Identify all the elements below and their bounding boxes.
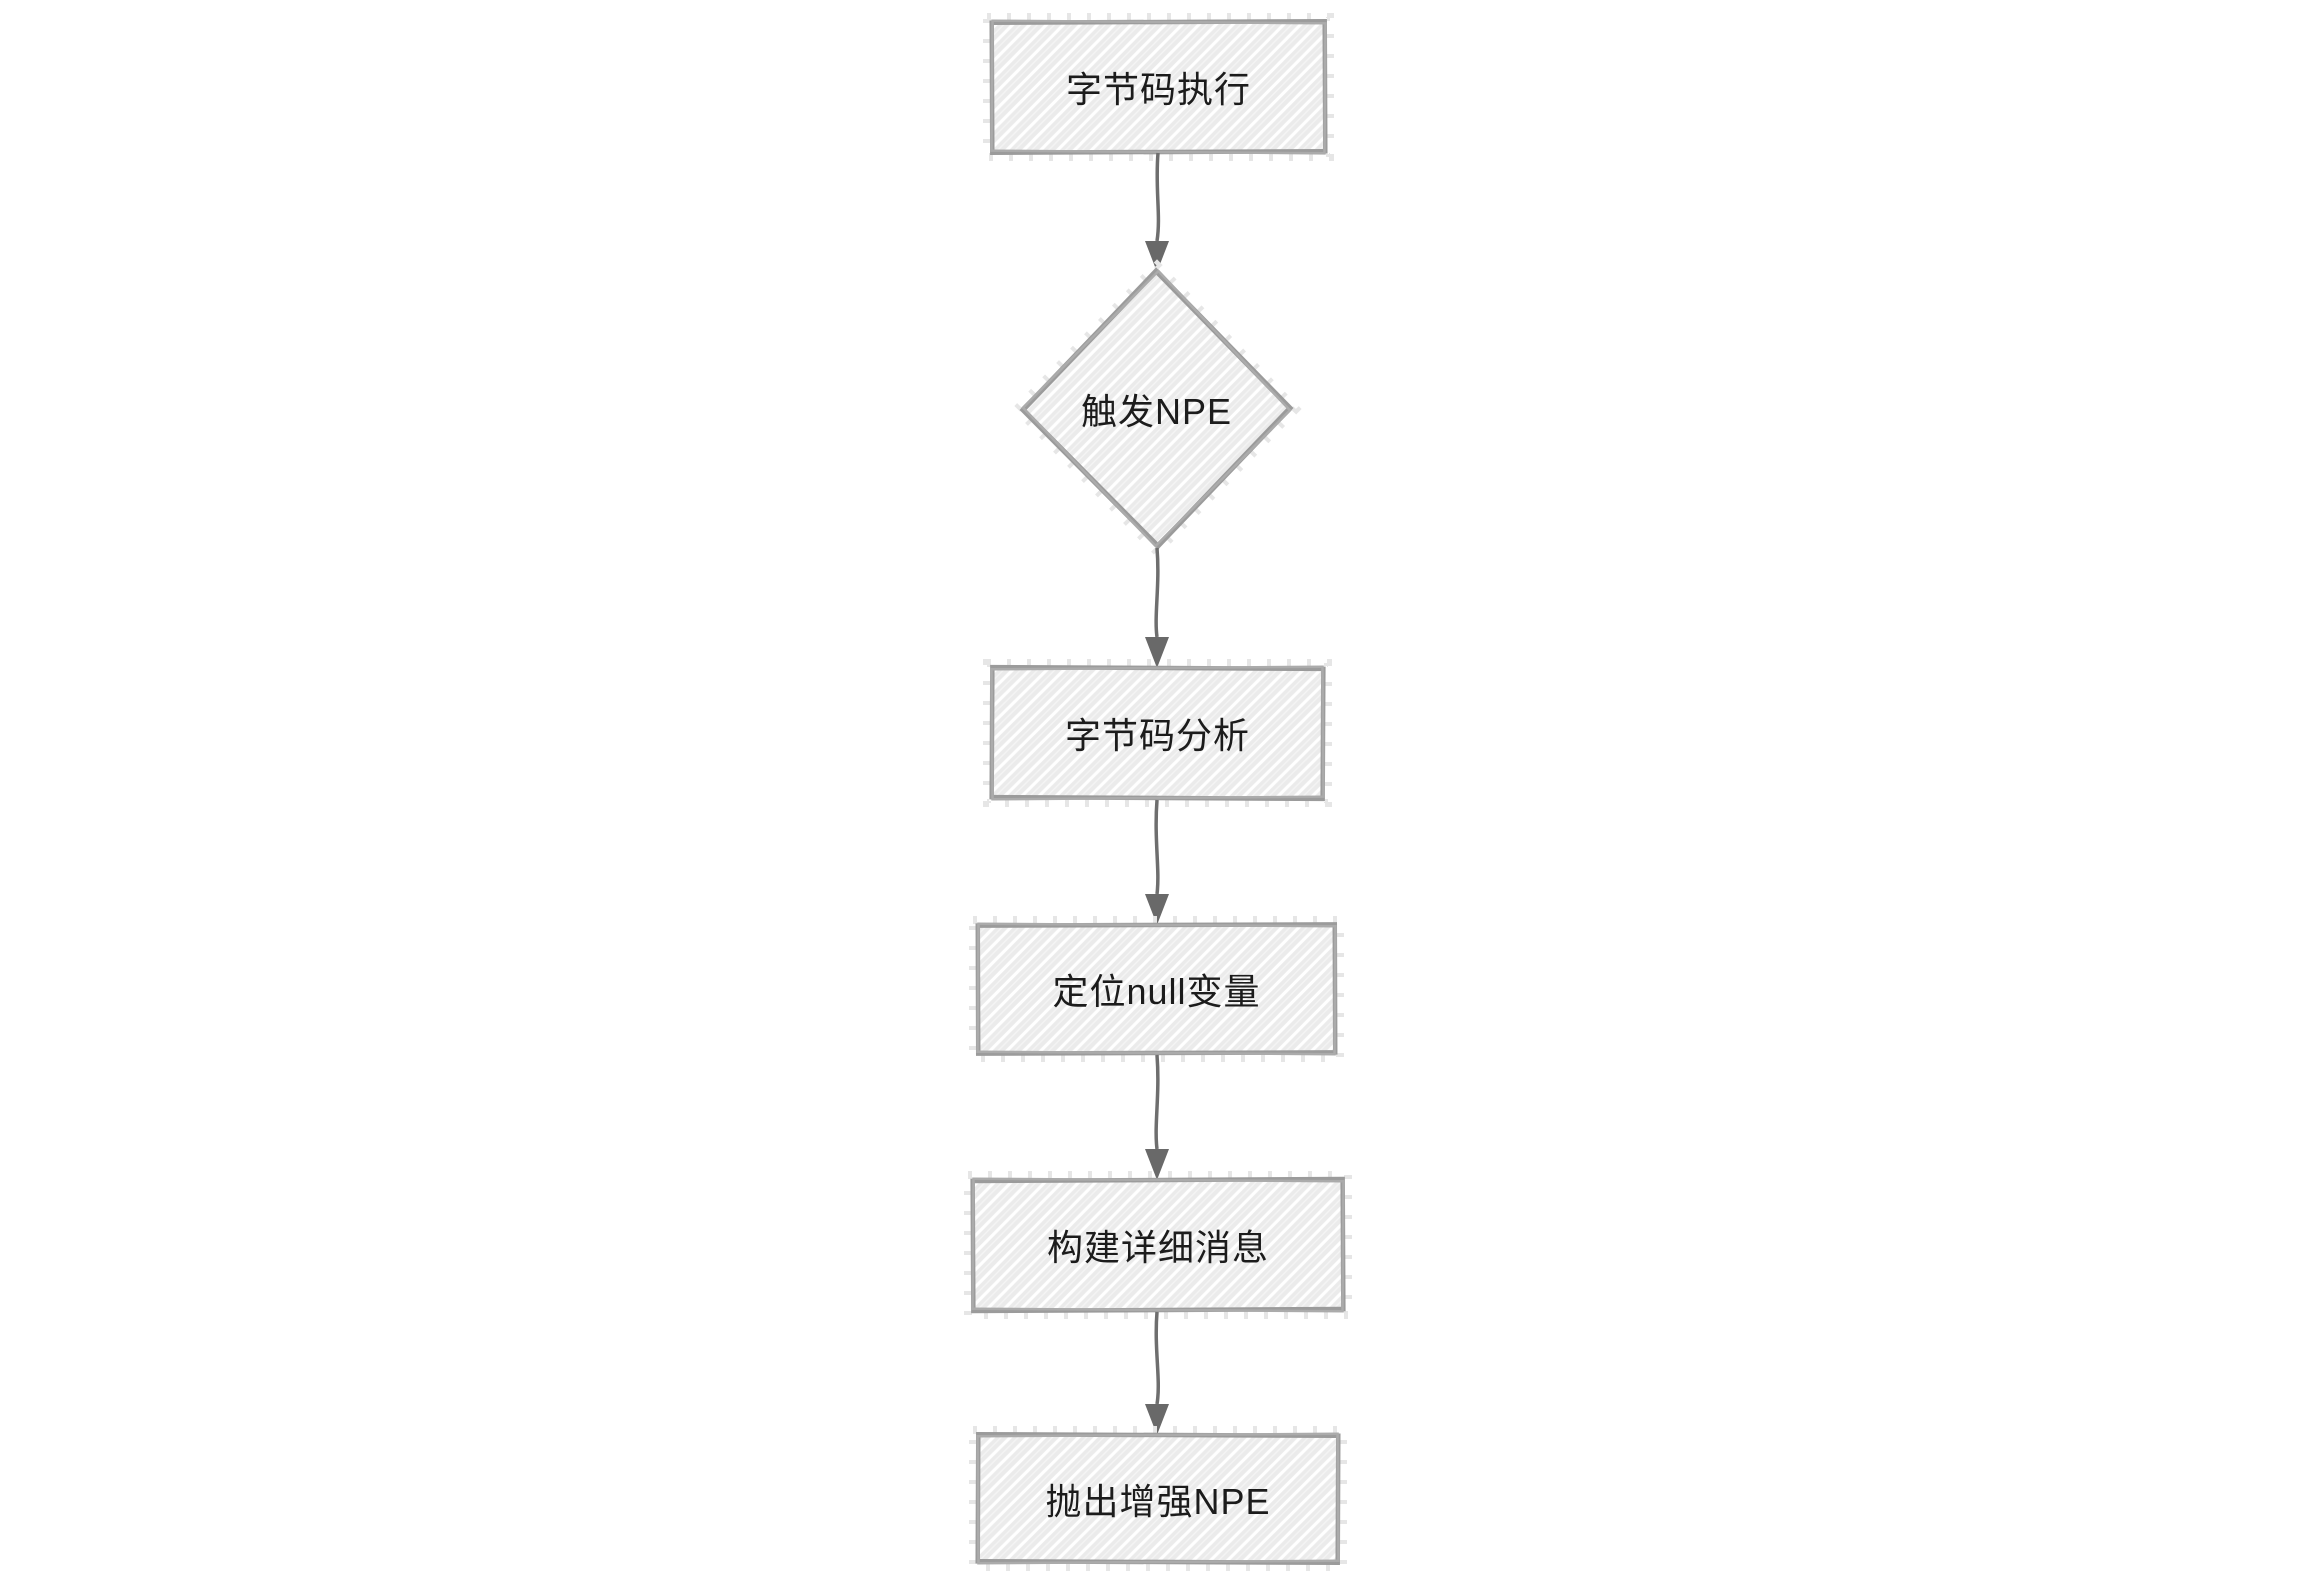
- arrow-build-detailed-message-to-throw-enhanced-npe: [1145, 1311, 1169, 1435]
- node-shape-trigger-npe: [1011, 259, 1302, 558]
- node-shape-throw-enhanced-npe: [969, 1426, 1347, 1571]
- arrow-bytecode-execution-to-trigger-npe: [1145, 152, 1169, 272]
- node-shape-bytecode-execution: [983, 13, 1334, 161]
- arrow-trigger-npe-to-bytecode-analysis: [1145, 547, 1169, 668]
- arrow-locate-null-variable-to-build-detailed-message: [1145, 1054, 1169, 1180]
- node-shape-bytecode-analysis: [983, 659, 1332, 807]
- node-shape-locate-null-variable: [969, 916, 1344, 1062]
- node-shape-build-detailed-message: [964, 1171, 1352, 1319]
- arrow-bytecode-analysis-to-locate-null-variable: [1145, 799, 1169, 925]
